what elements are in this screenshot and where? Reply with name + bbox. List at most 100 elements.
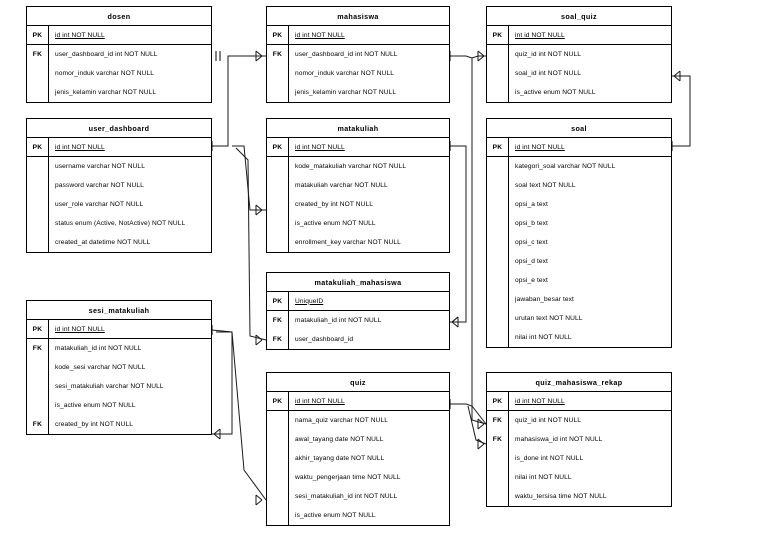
attribute-row[interactable]: nomor_induk varchar NOT NULL <box>267 64 449 83</box>
entity-title-quiz_mahasiswa_rekap: quiz_mahasiswa_rekap <box>487 373 671 392</box>
attribute-name: nilai int NOT NULL <box>509 468 671 487</box>
attribute-text: quiz_id int NOT NULL <box>515 417 582 424</box>
attribute-row[interactable]: waktu_pengerjaan time NOT NULL <box>267 468 449 487</box>
attribute-name: opsi_e text <box>509 271 671 290</box>
key-badge-pk: PK <box>267 392 289 410</box>
attribute-text: nomor_induk varchar NOT NULL <box>55 70 155 77</box>
attribute-text: id int NOT NULL <box>295 143 345 151</box>
attribute-row[interactable]: opsi_a text <box>487 195 671 214</box>
attribute-row[interactable]: opsi_b text <box>487 214 671 233</box>
attribute-text: is_active enum NOT NULL <box>295 220 376 227</box>
attribute-text: urutan text NOT NULL <box>515 315 583 322</box>
rel-soalquiz-trunk <box>471 58 487 425</box>
attribute-name: sesi_matakuliah_id int NOT NULL <box>289 487 449 506</box>
attribute-row[interactable]: jenis_kelamin varchar NOT NULL <box>267 83 449 102</box>
attribute-text: matakuliah_id int NOT NULL <box>295 317 382 324</box>
attribute-name: id int NOT NULL <box>289 26 449 44</box>
attribute-row[interactable]: awal_tayang date NOT NULL <box>267 430 449 449</box>
attribute-name: soal_id int NOT NULL <box>509 64 671 83</box>
attribute-row[interactable]: jenis_kelamin varchar NOT NULL <box>27 83 211 102</box>
attribute-text: user_dashboard_id int NOT NULL <box>55 51 158 58</box>
key-badge-empty <box>267 157 289 176</box>
attribute-text: matakuliah_id int NOT NULL <box>55 345 142 352</box>
attribute-name: id int NOT NULL <box>49 138 211 156</box>
attribute-row[interactable]: opsi_d text <box>487 252 671 271</box>
attribute-row[interactable]: opsi_e text <box>487 271 671 290</box>
attribute-text: nomor_induk varchar NOT NULL <box>295 70 395 77</box>
attribute-text: int id NOT NULL <box>515 31 565 39</box>
attribute-row[interactable]: urutan text NOT NULL <box>487 309 671 328</box>
key-badge-empty <box>27 195 49 214</box>
attribute-row[interactable]: enrollment_key varchar NOT NULL <box>267 233 449 252</box>
attribute-row[interactable]: quiz_id int NOT NULL <box>487 45 671 64</box>
attribute-row[interactable]: waktu_tersisa time NOT NULL <box>487 487 671 506</box>
key-badge-empty <box>487 195 509 214</box>
attribute-row[interactable]: opsi_c text <box>487 233 671 252</box>
attribute-text: created_at datetime NOT NULL <box>55 239 151 246</box>
key-badge-empty <box>267 506 289 525</box>
attribute-row[interactable]: akhir_tayang date NOT NULL <box>267 449 449 468</box>
attribute-row[interactable]: created_at datetime NOT NULL <box>27 233 211 252</box>
attribute-row[interactable]: nama_quiz varchar NOT NULL <box>267 411 449 430</box>
attribute-row[interactable]: kode_sesi varchar NOT NULL <box>27 358 211 377</box>
attribute-name: is_active enum NOT NULL <box>289 506 449 525</box>
attribute-row[interactable]: password varchar NOT NULL <box>27 176 211 195</box>
attribute-row[interactable]: soal_id int NOT NULL <box>487 64 671 83</box>
attribute-row[interactable]: sesi_matakuliah_id int NOT NULL <box>267 487 449 506</box>
attribute-row[interactable]: is_active enum NOT NULL <box>27 396 211 415</box>
rel-quiz-rekap-quizid <box>450 403 487 425</box>
attribute-row[interactable]: user_role varchar NOT NULL <box>27 195 211 214</box>
attribute-name: created_by int NOT NULL <box>49 415 211 434</box>
attribute-row[interactable]: jawaban_besar text <box>487 290 671 309</box>
attribute-row[interactable]: username varchar NOT NULL <box>27 157 211 176</box>
attribute-row[interactable]: is_active enum NOT NULL <box>267 214 449 233</box>
attribute-row[interactable]: matakuliah varchar NOT NULL <box>267 176 449 195</box>
attribute-row[interactable]: status enum (Active, NotActive) NOT NULL <box>27 214 211 233</box>
attribute-text: opsi_e text <box>515 277 548 284</box>
attribute-row[interactable]: is_active enum NOT NULL <box>267 506 449 525</box>
attribute-row[interactable]: nilai int NOT NULL <box>487 468 671 487</box>
attribute-row[interactable]: sesi_matakuliah varchar NOT NULL <box>27 377 211 396</box>
attribute-row[interactable]: soal text NOT NULL <box>487 176 671 195</box>
attribute-row[interactable]: is_active enum NOT NULL <box>487 83 671 102</box>
rel-userdashboard-matakuliahmahasiswa <box>235 147 267 341</box>
key-badge-pk: PK <box>27 138 49 156</box>
attribute-row[interactable]: nilai int NOT NULL <box>487 328 671 347</box>
attribute-row[interactable]: kategori_soal varchar NOT NULL <box>487 157 671 176</box>
attribute-row[interactable]: is_done int NOT NULL <box>487 449 671 468</box>
attribute-name: opsi_d text <box>509 252 671 271</box>
attribute-row[interactable]: kode_matakuliah varchar NOT NULL <box>267 157 449 176</box>
attribute-row[interactable]: nomor_induk varchar NOT NULL <box>27 64 211 83</box>
attribute-row[interactable]: created_by int NOT NULL <box>267 195 449 214</box>
